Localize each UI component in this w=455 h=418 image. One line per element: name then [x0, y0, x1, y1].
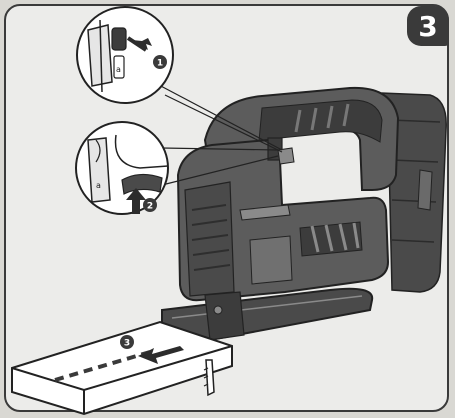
jigsaw — [161, 86, 447, 343]
svg-text:3: 3 — [124, 339, 130, 349]
arrow-up-icon — [126, 188, 146, 214]
callout-badge-2: 2 — [143, 198, 157, 212]
callout-badge-1: 1 — [153, 55, 167, 69]
svg-text:a: a — [116, 65, 121, 74]
detail-circle-1: a — [76, 6, 174, 104]
saw-blade — [205, 359, 215, 397]
svg-text:a: a — [96, 181, 101, 190]
workpiece — [11, 320, 233, 416]
svg-text:2: 2 — [147, 202, 153, 212]
cut-line — [54, 350, 151, 382]
step-number-badge: 3 — [407, 6, 449, 46]
arrow-left-icon — [138, 346, 184, 364]
push-arrow — [138, 346, 184, 364]
callout-badge-3: 3 — [120, 335, 134, 349]
arrow-icon — [132, 38, 152, 50]
svg-text:1: 1 — [157, 59, 163, 69]
detail-circle-2: a — [75, 121, 169, 215]
